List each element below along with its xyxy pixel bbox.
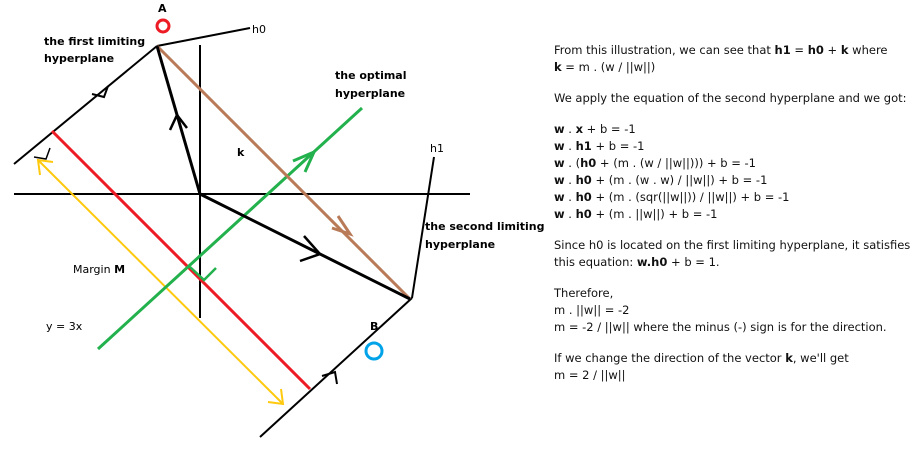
h1-label: h1 [430,142,444,155]
margin-arrow-head-end [267,388,285,406]
h1-line [411,156,435,299]
right-angle-mark [189,266,217,282]
explanation-panel: From this illustration, we can see that … [554,42,919,398]
second-limiting-hyperplane [259,297,413,438]
vector-origin-to-b [199,192,411,301]
equation-line: w . (h0 + (m . (w / ||w||))) + b = -1 [554,156,756,170]
margin-line [50,129,312,391]
k-vector-arrowhead [331,215,354,237]
first-hyperplane-label-line2: hyperplane [44,52,114,65]
equation-line: w . h0 + (m . (sqr(||w||)) / ||w||) + b … [554,190,790,204]
first-hyperplane-tail-arrow [33,147,51,160]
h0-line [156,27,251,47]
explanation-apply-equation: We apply the equation of the second hype… [554,91,907,105]
margin-arrow-head-start [36,158,54,176]
point-b-marker [364,341,384,361]
vector-a-arrowhead [168,112,188,131]
margin-arrow [37,159,284,405]
h0-label: h0 [252,23,266,36]
margin-label: Margin M [73,263,125,276]
point-b-label: B [370,320,378,333]
first-hyperplane-arrow [91,85,109,99]
second-hyperplane-label-line2: hyperplane [425,238,495,251]
hyperplane-diagram: A B h0 h1 the first limiting hyperplane … [13,2,545,438]
line-equation-label: y = 3x [46,320,83,333]
explanation-therefore: Therefore, m . ||w|| = -2 m = -2 / ||w||… [554,286,887,334]
second-hyperplane-arrow [321,370,338,385]
first-limiting-hyperplane [13,45,158,165]
optimal-hyperplane-label-line2: hyperplane [335,87,405,100]
explanation-h0-constraint: Since h0 is located on the first limitin… [554,238,911,269]
point-a-label: A [158,2,167,15]
explanation-direction-change: If we change the direction of the vector… [554,351,849,382]
k-vector [155,44,412,301]
k-vector-label: k [237,146,245,159]
point-a-marker [155,18,171,34]
first-hyperplane-label-line1: the first limiting [44,35,145,48]
optimal-hyperplane-label-line1: the optimal [335,69,407,82]
optimal-hyperplane-arrow [292,149,317,173]
equation-line: w . h1 + b = -1 [554,139,645,153]
explanation-intro: From this illustration, we can see that … [554,43,888,74]
vector-origin-to-a [155,45,202,195]
equation-list: w . x + b = -1 w . h1 + b = -1 w . (h0 +… [554,121,919,223]
equation-line: w . h0 + (m . ||w||) + b = -1 [554,207,718,221]
second-hyperplane-label-line1: the second limiting [425,220,545,233]
optimal-hyperplane [96,106,364,351]
equation-line: w . x + b = -1 [554,122,636,136]
equation-line: w . h0 + (m . (w . w) / ||w||) + b = -1 [554,173,768,187]
vector-b-arrowhead [299,235,323,263]
